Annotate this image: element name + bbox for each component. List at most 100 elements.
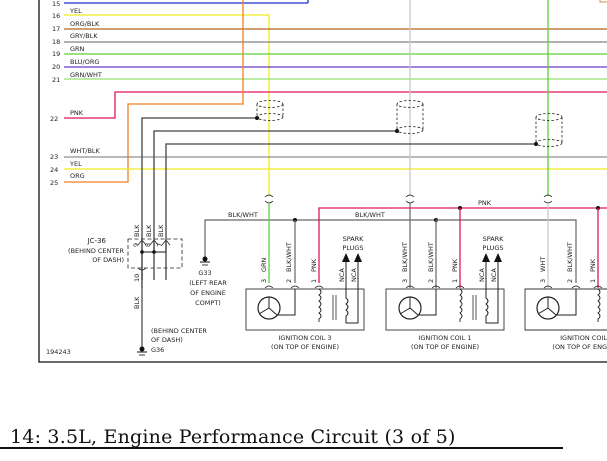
svg-text:JC-36: JC-36 [87, 237, 107, 245]
splice-jc36: BLK BLK BLK 9 8 7 JC-36 (BEHIND CENTER O… [68, 224, 183, 309]
svg-text:15: 15 [52, 0, 60, 8]
svg-text:OF DASH): OF DASH) [92, 256, 124, 264]
wire-row-20: 20 BLU/ORG [52, 58, 607, 71]
wire-row-25: 25 ORG [50, 0, 244, 187]
wire-row-21: 21 GRN/WHT [52, 71, 607, 84]
svg-text:GRY/BLK: GRY/BLK [70, 32, 98, 40]
svg-text:20: 20 [52, 63, 60, 71]
ignition-coil-partial: WHT BLK/WHT PNK 3 2 1 IGNITION COIL (ON … [524, 203, 607, 351]
svg-text:GRN/WHT: GRN/WHT [70, 71, 102, 79]
wiring-diagram: 15 16 YEL 17 ORG/BLK 18 GRY/BLK 19 GRN 2… [38, 0, 607, 363]
svg-text:NCA: NCA [338, 268, 346, 282]
svg-text:25: 25 [50, 179, 58, 187]
figure-caption: 14: 3.5L, Engine Performance Circuit (3 … [10, 426, 456, 448]
svg-text:1: 1 [451, 279, 459, 283]
svg-text:2: 2 [285, 279, 293, 283]
g36-location-2: OF DASH) [151, 336, 183, 344]
svg-text:WHT: WHT [539, 257, 547, 272]
svg-text:(ON TOP OF ENGINE): (ON TOP OF ENGINE) [271, 343, 339, 351]
shield-wire-3 [165, 143, 536, 280]
svg-text:8: 8 [144, 243, 152, 247]
svg-text:PNK: PNK [589, 258, 597, 272]
svg-text:PNK: PNK [310, 258, 318, 272]
wire-row-24: 24 YEL [50, 160, 607, 174]
svg-text:10: 10 [133, 274, 141, 282]
svg-text:BLK/WHT: BLK/WHT [228, 211, 258, 219]
svg-text:(LEFT REAR: (LEFT REAR [189, 279, 227, 287]
svg-text:BLK: BLK [133, 224, 141, 237]
svg-text:GRN: GRN [260, 257, 268, 272]
wire-row-17: 17 ORG/BLK [52, 20, 607, 33]
svg-text:7: 7 [156, 243, 164, 247]
shield-wire-1 [141, 117, 257, 280]
svg-text:PLUGS: PLUGS [482, 244, 503, 252]
wire-row-22: 22 PNK [50, 91, 607, 123]
diagram-frame [38, 0, 607, 363]
svg-text:(ON TOP OF ENGINE): (ON TOP OF ENGINE) [411, 343, 479, 351]
svg-text:YEL: YEL [69, 160, 82, 168]
svg-text:BLK: BLK [145, 224, 153, 237]
svg-text:YEL: YEL [69, 7, 82, 15]
wire-stub-top-right [599, 0, 607, 3]
svg-text:SPARK: SPARK [483, 235, 505, 243]
svg-text:IGNITION COIL 1: IGNITION COIL 1 [418, 334, 471, 342]
svg-text:2: 2 [566, 279, 574, 283]
svg-text:18: 18 [52, 38, 60, 46]
svg-text:BLK/WHT: BLK/WHT [566, 242, 574, 272]
svg-text:BLK/WHT: BLK/WHT [285, 242, 293, 272]
svg-text:BLK: BLK [157, 224, 165, 237]
inline-connector-coil3 [264, 194, 274, 204]
svg-text:PLUGS: PLUGS [342, 244, 363, 252]
svg-text:3: 3 [401, 279, 409, 283]
svg-text:(BEHIND CENTER: (BEHIND CENTER [68, 247, 124, 255]
svg-text:17: 17 [52, 25, 60, 33]
svg-text:24: 24 [50, 166, 58, 174]
wire-row-18: 18 GRY/BLK [52, 32, 607, 46]
svg-text:BLK: BLK [133, 296, 141, 309]
shield-wire-2 [153, 130, 397, 280]
svg-text:GRN: GRN [70, 45, 85, 53]
svg-text:WHT/BLK: WHT/BLK [70, 147, 101, 155]
svg-text:PNK: PNK [478, 199, 492, 207]
svg-text:1: 1 [310, 279, 318, 283]
svg-text:BLK/WHT: BLK/WHT [427, 242, 435, 272]
svg-text:9: 9 [132, 243, 140, 247]
svg-text:PNK: PNK [70, 109, 84, 117]
svg-text:22: 22 [50, 115, 58, 123]
svg-text:ORG/BLK: ORG/BLK [70, 20, 100, 28]
svg-text:19: 19 [52, 50, 60, 58]
ground-g36-icon [137, 346, 147, 356]
ignition-coil-3: GRN BLK/WHT PNK 3 2 1 SPARK PLUGS NCA NC… [245, 203, 365, 351]
wire-row-16: 16 YEL [52, 7, 270, 196]
svg-text:BLK/WHT: BLK/WHT [401, 242, 409, 272]
shield-symbol-2 [396, 100, 424, 134]
blkwht-ground-bus [204, 219, 436, 260]
shield-symbol-1 [256, 100, 284, 121]
shield-symbol-3 [535, 113, 563, 147]
svg-text:IGNITION COIL: IGNITION COIL [560, 334, 607, 342]
svg-text:PNK: PNK [451, 258, 459, 272]
svg-text:BLK/WHT: BLK/WHT [355, 211, 385, 219]
svg-text:NCA: NCA [478, 268, 486, 282]
ground-g33-icon [200, 256, 210, 266]
svg-text:SPARK: SPARK [343, 235, 365, 243]
coil-pin-connectors [264, 285, 603, 289]
inline-connector-coil2 [543, 194, 553, 204]
svg-text:23: 23 [50, 153, 58, 161]
svg-text:G33: G33 [198, 269, 211, 277]
svg-text:1: 1 [589, 279, 597, 283]
svg-text:OF ENGINE: OF ENGINE [190, 289, 226, 297]
svg-text:COMPT): COMPT) [195, 299, 221, 307]
svg-text:2: 2 [427, 279, 435, 283]
svg-text:(ON TOP OF ENG: (ON TOP OF ENG [552, 343, 607, 351]
svg-text:NCA: NCA [490, 268, 498, 282]
svg-text:3: 3 [260, 279, 268, 283]
svg-text:3: 3 [539, 279, 547, 283]
diagram-id: 194243 [46, 348, 71, 356]
wire-row-23: 23 WHT/BLK [50, 147, 607, 161]
ignition-coil-1: BLK/WHT BLK/WHT PNK 3 2 1 SPARK PLUGS NC… [385, 203, 505, 351]
svg-text:16: 16 [52, 12, 60, 20]
g36-location-1: (BEHIND CENTER [151, 327, 207, 335]
svg-text:IGNITION COIL 3: IGNITION COIL 3 [278, 334, 331, 342]
wire-row-15: 15 [52, 0, 309, 8]
